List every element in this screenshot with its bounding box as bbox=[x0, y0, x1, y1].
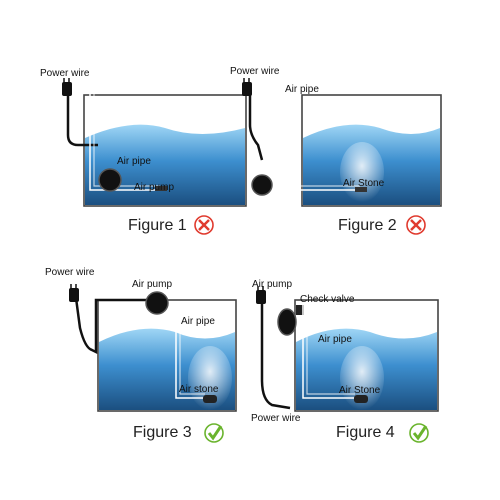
air-pipe-label: Air pipe bbox=[318, 334, 352, 345]
air-pump-icon bbox=[98, 168, 122, 192]
air-pipe-line bbox=[89, 93, 160, 191]
tank bbox=[294, 299, 439, 412]
power-wire-label: Power wire bbox=[251, 413, 301, 424]
tank bbox=[301, 94, 442, 207]
figure-3: Power wire Air pump Air pipe Air stone F… bbox=[45, 267, 237, 443]
plug-icon bbox=[69, 288, 79, 302]
power-wire-label: Power wire bbox=[230, 66, 280, 77]
power-wire bbox=[248, 92, 264, 161]
figure-caption: Figure 3 bbox=[133, 424, 192, 441]
figure-2: Power wire Air pipe Air Stone Figure 2 bbox=[230, 66, 442, 235]
check-valve-icon bbox=[296, 305, 304, 315]
figure-1: Power wire Air pipe Air pump Figure 1 bbox=[40, 68, 247, 235]
air-pump-icon bbox=[251, 174, 273, 196]
figure-caption: Figure 2 bbox=[338, 217, 397, 234]
air-stone-label: Air stone bbox=[179, 384, 219, 395]
x-mark-icon bbox=[194, 215, 214, 235]
air-pipe-label: Air pipe bbox=[181, 316, 215, 327]
air-pump-icon bbox=[145, 291, 169, 315]
air-pump-label: Air pump bbox=[252, 279, 292, 290]
power-wire bbox=[74, 297, 150, 355]
plug-icon bbox=[242, 82, 252, 96]
air-pipe-label: Air pipe bbox=[117, 156, 151, 167]
figure-caption: Figure 1 bbox=[128, 217, 187, 234]
figure-caption: Figure 4 bbox=[336, 424, 395, 441]
power-wire-label: Power wire bbox=[40, 68, 90, 79]
check-mark-icon bbox=[204, 423, 224, 443]
air-pump-label: Air pump bbox=[132, 279, 172, 290]
figure-4: Air pump Check valve Air pipe Air Stone … bbox=[251, 279, 439, 443]
check-mark-icon bbox=[409, 423, 429, 443]
plug-icon bbox=[62, 82, 72, 96]
air-stone-label: Air Stone bbox=[339, 385, 381, 396]
air-pipe-line bbox=[288, 95, 360, 191]
check-valve-label: Check valve bbox=[300, 294, 355, 305]
power-wire bbox=[66, 92, 98, 147]
tank bbox=[83, 94, 247, 207]
x-mark-icon bbox=[406, 215, 426, 235]
plug-icon bbox=[256, 290, 266, 304]
air-pipe-label: Air pipe bbox=[285, 84, 319, 95]
air-stone-label: Air Stone bbox=[343, 178, 385, 189]
power-wire bbox=[260, 300, 291, 410]
air-pipe-line bbox=[302, 302, 355, 399]
air-pump-label: Air pump bbox=[134, 182, 174, 193]
air-pipe-line bbox=[175, 306, 205, 399]
power-wire-label: Power wire bbox=[45, 267, 95, 278]
water bbox=[85, 124, 245, 205]
air-pump-icon bbox=[277, 308, 297, 336]
